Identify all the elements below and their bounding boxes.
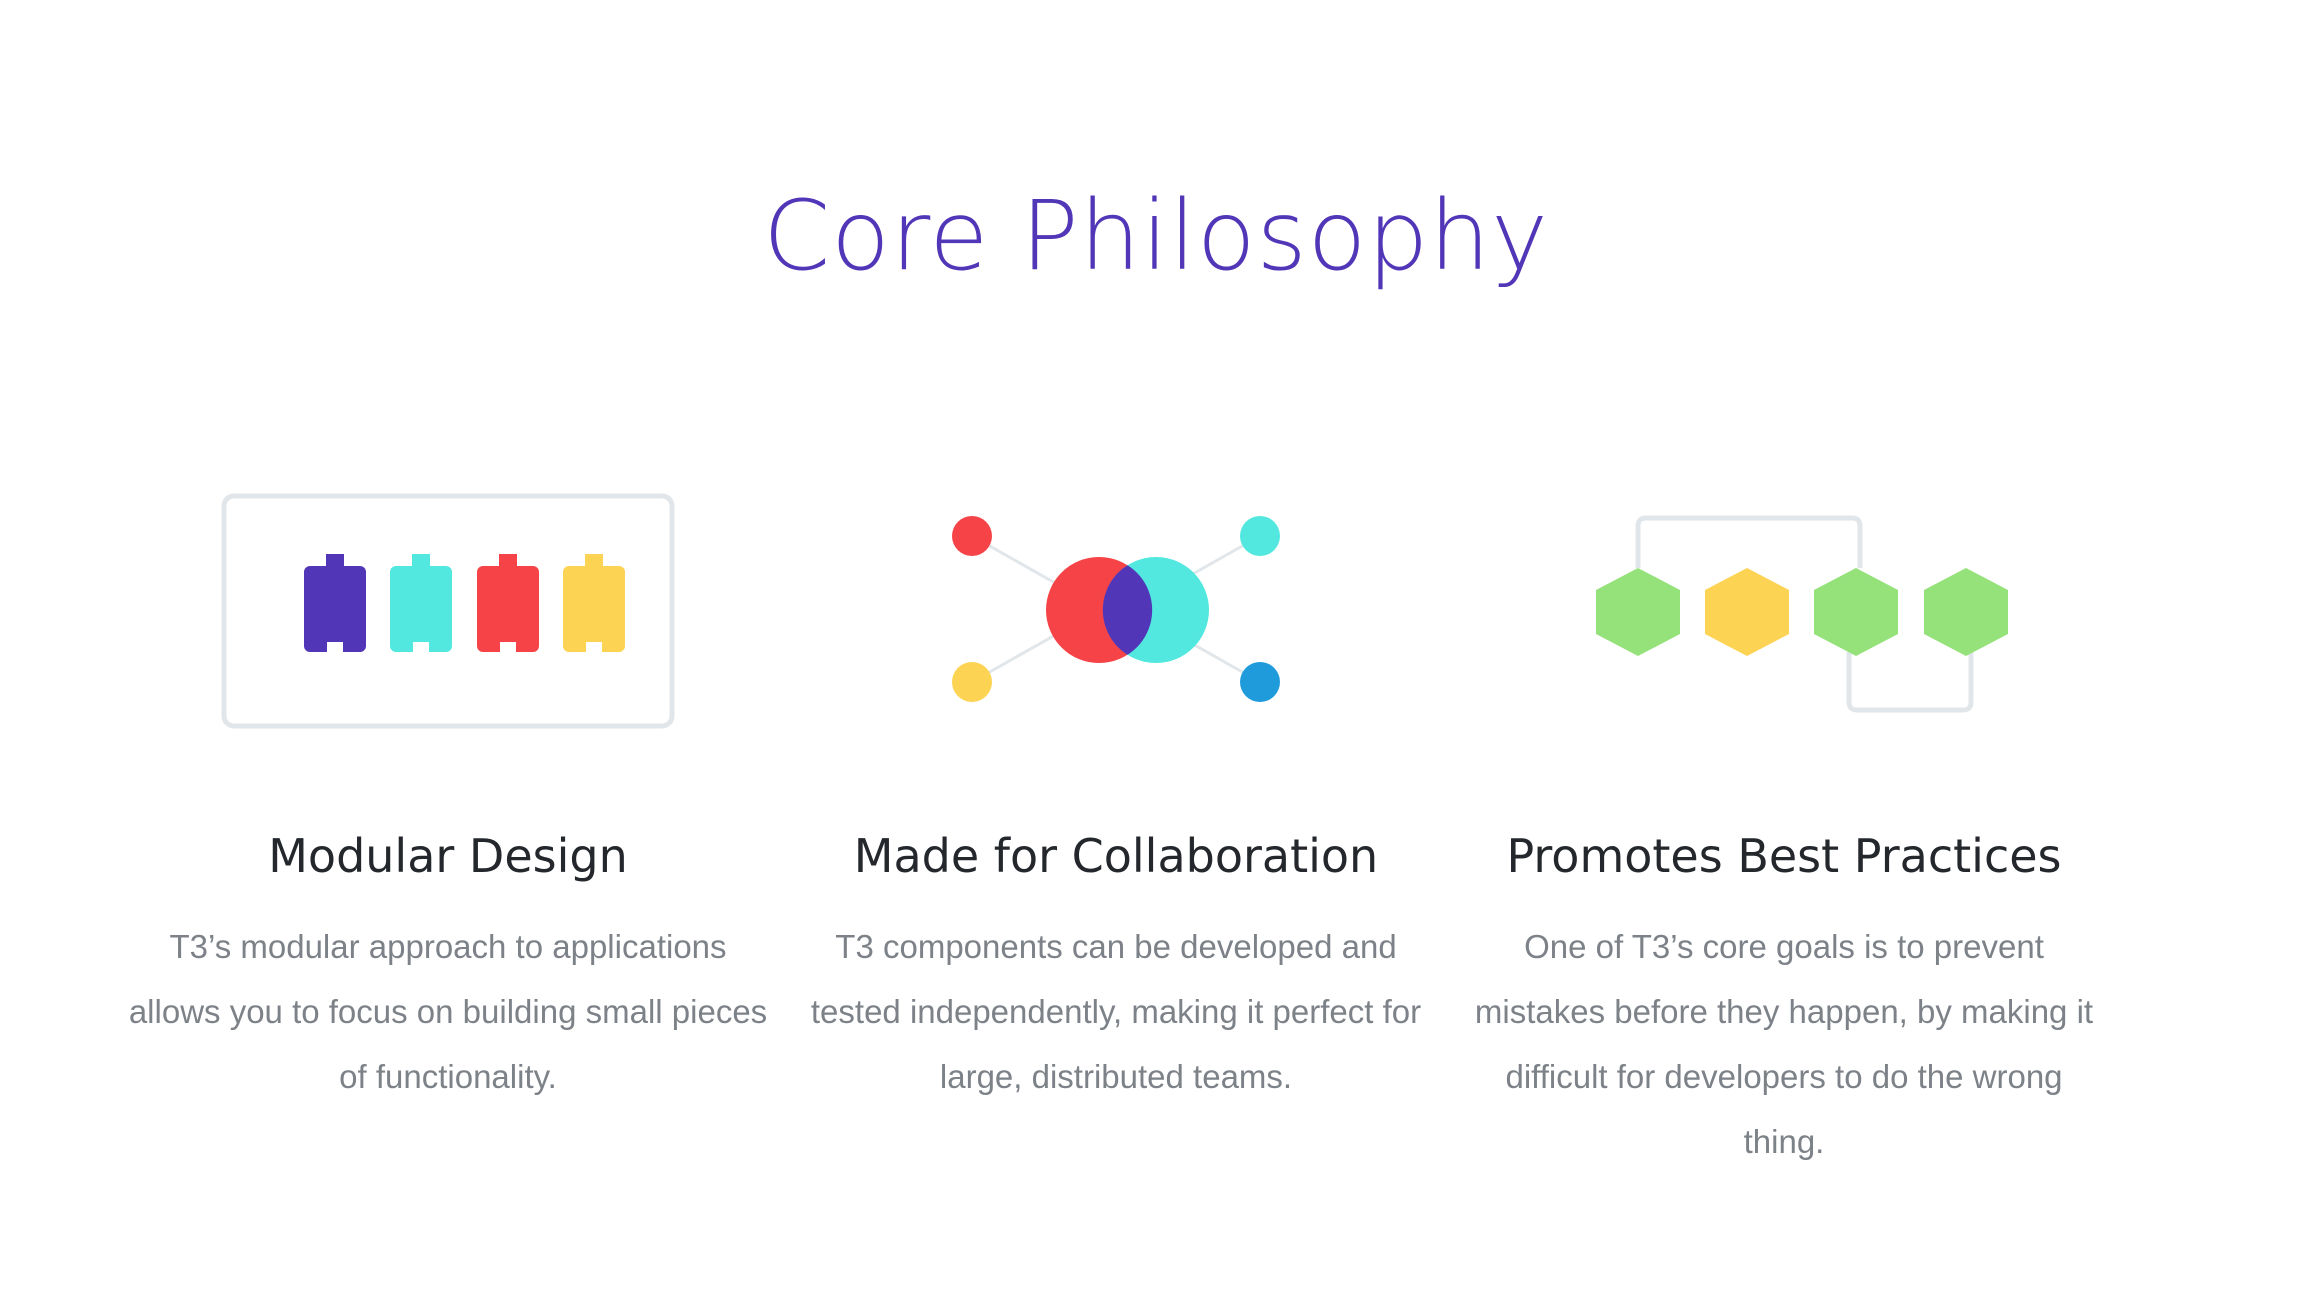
node-blue [1240,662,1280,702]
block-purple [304,554,366,654]
feature-title: Modular Design [268,829,628,883]
hexagon-green-1 [1596,568,1680,656]
feature-modular-design: Modular Design T3’s modular approach to … [128,480,768,1095]
node-yellow [952,662,992,702]
hexagon-yellow [1705,568,1789,656]
feature-title: Promotes Best Practices [1506,829,2062,883]
feature-description: T3’s modular approach to applications al… [128,928,768,1095]
feature-promotes-best-practices: Promotes Best Practices One of T3’s core… [1464,480,2104,1160]
section-title: Core Philosophy [763,180,1549,292]
block-red [477,554,539,654]
feature-title: Made for Collaboration [853,829,1379,883]
hexagon-chain-icon [1464,480,2104,760]
collaboration-network-icon [796,480,1436,760]
hexagon-green-2 [1814,568,1898,656]
node-red [952,516,992,556]
feature-made-for-collaboration: Made for Collaboration T3 components can… [796,480,1436,1095]
feature-description: T3 components can be developed and teste… [810,928,1422,1095]
circle-overlap [1102,565,1153,655]
node-cyan [1240,516,1280,556]
hexagon-green-3 [1924,568,2008,656]
modular-blocks-icon [128,480,768,760]
block-cyan [390,554,452,654]
feature-description: One of T3’s core goals is to prevent mis… [1474,928,2094,1160]
block-yellow [563,554,625,654]
